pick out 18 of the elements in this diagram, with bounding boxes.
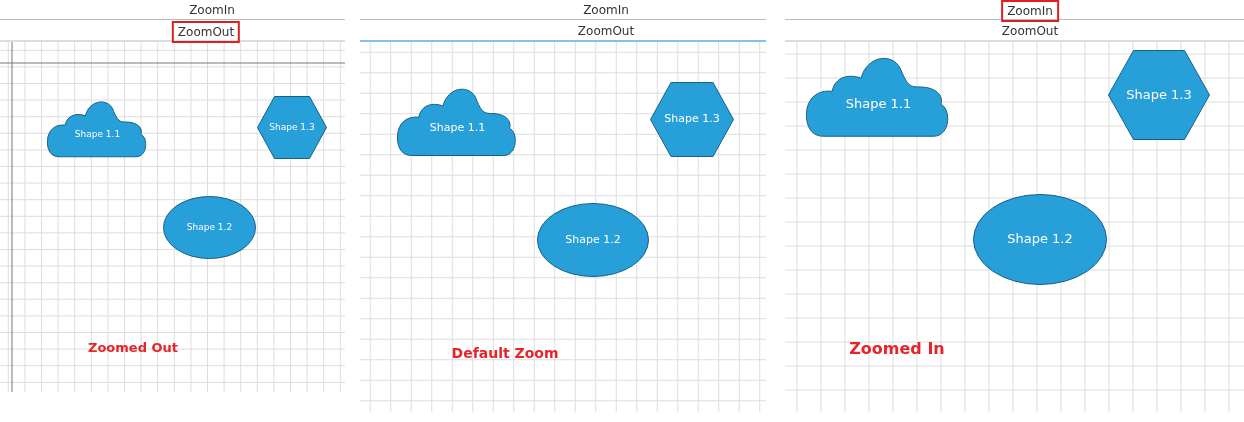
zoom-out-button: ZoomOut — [997, 21, 1063, 41]
zoom-out-button: ZoomOut — [171, 21, 241, 43]
shape-label: Shape 1.3 — [663, 112, 721, 126]
shape-label: Shape 1.3 — [1125, 86, 1193, 102]
shape-label: Shape 1.3 — [268, 121, 316, 132]
zoom-in-button: ZoomIn — [1001, 0, 1059, 22]
shape-label: Shape 1.1 — [428, 121, 487, 135]
zoom-level-caption: Zoomed Out — [88, 340, 178, 355]
shape-label: Shape 1.2 — [185, 221, 234, 232]
zoom-level-caption: Zoomed In — [849, 339, 945, 358]
zoom-out-button: ZoomOut — [573, 21, 639, 41]
zoom-level-caption: Default Zoom — [451, 345, 559, 361]
shape-label: Shape 1.1 — [844, 96, 913, 112]
shape-label: Shape 1.1 — [73, 128, 122, 139]
zoom-in-button: ZoomIn — [579, 0, 633, 20]
shape-label: Shape 1.2 — [564, 232, 622, 246]
shape-label: Shape 1.2 — [1006, 231, 1074, 247]
zoom-in-button: ZoomIn — [185, 0, 239, 20]
